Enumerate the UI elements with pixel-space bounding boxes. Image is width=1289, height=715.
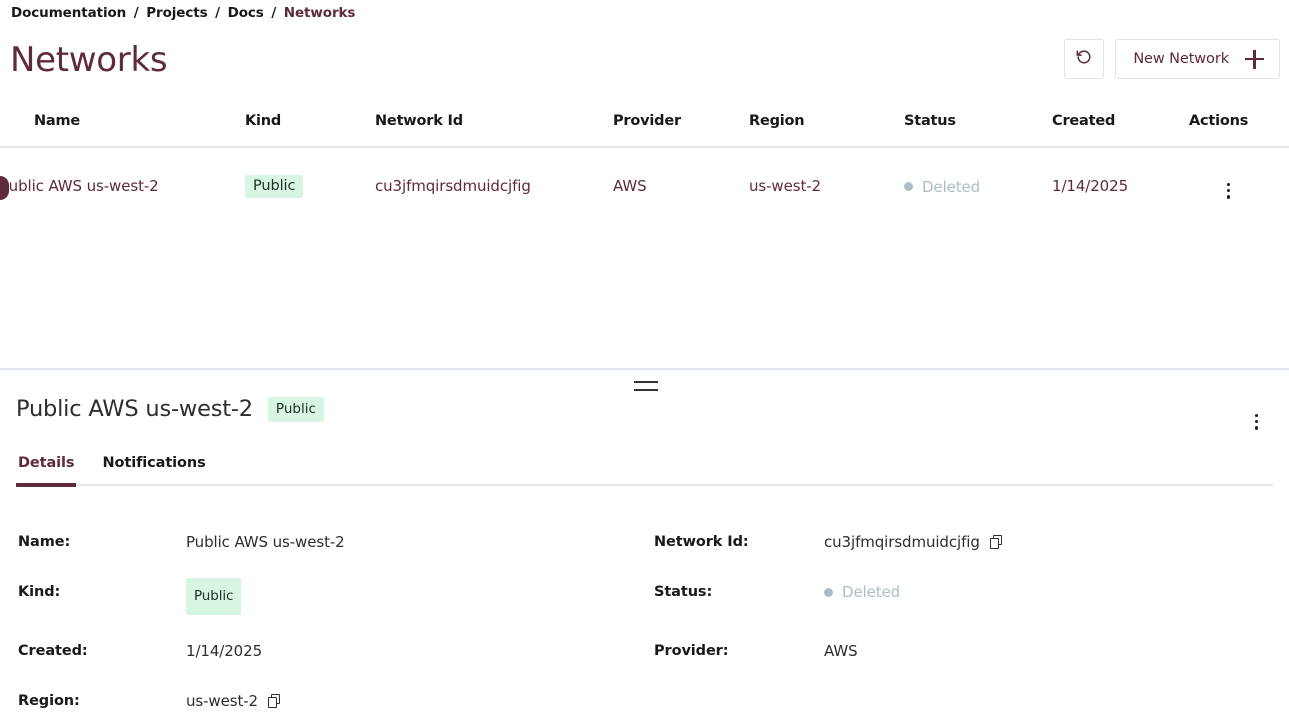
field-label-region: Region: xyxy=(18,693,80,709)
column-header-actions: Actions xyxy=(1189,113,1249,129)
field-kind-badge: Public xyxy=(186,578,242,615)
breadcrumb-item-documentation[interactable]: Documentation xyxy=(11,5,127,21)
new-network-button[interactable]: New Network xyxy=(1115,39,1280,79)
status-label: Deleted xyxy=(922,177,981,196)
panel-divider xyxy=(0,368,1289,370)
detail-kind-badge: Public xyxy=(267,396,324,422)
field-value-provider: AWS xyxy=(824,637,1273,665)
breadcrumb-separator: / xyxy=(215,5,220,21)
field-label-status: Status: xyxy=(654,584,713,600)
cell-created: 1/14/2025 xyxy=(1052,177,1129,196)
field-label-name: Name: xyxy=(18,534,71,550)
field-status-badge: Deleted xyxy=(824,578,900,606)
header-actions: New Network xyxy=(1064,39,1280,79)
detail-title: Public AWS us-west-2 xyxy=(16,396,253,422)
field-value-name: Public AWS us-west-2 xyxy=(186,528,654,556)
detail-tabs: Details Notifications xyxy=(16,455,1273,487)
cell-name[interactable]: Public AWS us-west-2 xyxy=(0,177,159,196)
field-label-kind: Kind: xyxy=(18,584,61,600)
networks-table: Name Kind Network Id Provider Region Sta… xyxy=(0,113,1289,201)
field-text-region: us-west-2 xyxy=(186,692,258,710)
cell-status: Deleted xyxy=(904,147,1052,201)
cell-kind: Public xyxy=(245,147,375,201)
detail-fields-grid: Name: Public AWS us-west-2 Network Id: c… xyxy=(18,528,1273,715)
breadcrumb-separator: / xyxy=(133,5,139,21)
breadcrumb-item-projects[interactable]: Projects xyxy=(146,5,208,21)
column-header-created[interactable]: Created xyxy=(1052,113,1116,129)
field-value-kind: Public xyxy=(186,578,654,615)
field-value-network-id: cu3jfmqirsdmuidcjfig xyxy=(824,528,1273,556)
field-label-created: Created: xyxy=(18,643,88,659)
table-row[interactable]: Public AWS us-west-2 Public cu3jfmqirsdm… xyxy=(0,147,1289,201)
field-value-region: us-west-2 xyxy=(186,687,654,715)
copy-network-id-icon[interactable] xyxy=(989,534,1004,550)
column-header-provider[interactable]: Provider xyxy=(613,113,681,129)
refresh-button[interactable] xyxy=(1064,39,1105,79)
column-header-network-id[interactable]: Network Id xyxy=(375,113,463,129)
plus-icon xyxy=(1245,49,1264,69)
cell-provider: AWS xyxy=(613,177,647,196)
table-header-row: Name Kind Network Id Provider Region Sta… xyxy=(0,113,1289,147)
breadcrumb-separator: / xyxy=(271,5,277,21)
field-text-created: 1/14/2025 xyxy=(186,642,263,660)
field-text-provider: AWS xyxy=(824,642,858,660)
breadcrumb-item-docs[interactable]: Docs xyxy=(227,5,264,21)
field-text-status: Deleted xyxy=(842,583,901,601)
cell-region: us-west-2 xyxy=(749,177,821,196)
tab-details[interactable]: Details xyxy=(16,455,77,487)
status-dot-icon xyxy=(904,182,913,192)
status-dot-icon xyxy=(824,587,833,597)
column-header-status[interactable]: Status xyxy=(904,113,956,129)
new-network-label: New Network xyxy=(1133,51,1229,67)
panel-resize-handle[interactable] xyxy=(634,381,658,391)
refresh-icon xyxy=(1074,47,1094,71)
copy-region-icon[interactable] xyxy=(267,693,282,709)
detail-kebab-menu-icon[interactable] xyxy=(1253,402,1260,432)
field-value-created: 1/14/2025 xyxy=(186,637,654,665)
field-text-network-id: cu3jfmqirsdmuidcjfig xyxy=(824,533,980,551)
selected-row-indicator xyxy=(0,176,9,200)
page-title: Networks xyxy=(10,40,168,80)
tab-notifications[interactable]: Notifications xyxy=(102,455,206,471)
column-header-region[interactable]: Region xyxy=(749,113,805,129)
cell-actions xyxy=(1189,147,1289,201)
column-header-name[interactable]: Name xyxy=(34,113,81,129)
breadcrumb-item-networks[interactable]: Networks xyxy=(283,5,356,21)
detail-header: Public AWS us-west-2 Public xyxy=(16,396,324,422)
field-label-network-id: Network Id: xyxy=(654,534,749,550)
cell-network-id: cu3jfmqirsdmuidcjfig xyxy=(375,177,531,196)
status-badge: Deleted xyxy=(904,178,980,196)
breadcrumb: Documentation / Projects / Docs / Networ… xyxy=(11,5,355,21)
kind-badge: Public xyxy=(245,174,304,198)
row-kebab-menu-icon[interactable] xyxy=(1225,181,1232,201)
field-text-name: Public AWS us-west-2 xyxy=(186,533,345,551)
column-header-kind[interactable]: Kind xyxy=(245,113,282,129)
field-value-status: Deleted xyxy=(824,578,1273,606)
field-label-provider: Provider: xyxy=(654,643,729,659)
